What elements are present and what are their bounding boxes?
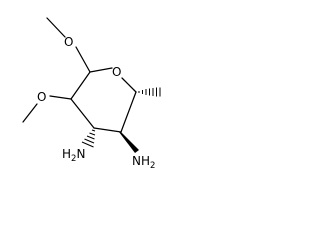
molecule-structure: O O O H2N NH2 (22, 17, 161, 171)
bond-c2-c1 (70, 71, 91, 100)
bond-methoxy-top-oxygen-methyl (46, 17, 66, 38)
wedge-bond-c4-amine (119, 132, 139, 153)
amine-right-label: NH2 (132, 154, 155, 171)
bond-c5-c4 (120, 91, 137, 133)
bond-c4-c3 (93, 127, 122, 133)
bond-c1-ring-oxygen (89, 67, 113, 73)
amine-left-label: H2N (62, 147, 85, 164)
hashed-bond-c3-amine (81, 129, 96, 148)
bond-c3-c2 (70, 98, 95, 129)
methoxy-left-oxygen-label: O (37, 90, 46, 104)
bond-ring-oxygen-c5 (121, 77, 137, 93)
ring-oxygen-label: O (112, 65, 121, 79)
bond-c1-methoxy-oxygen (75, 46, 91, 73)
hashed-bond-c5-methyl (138, 87, 161, 97)
bond-c2-methoxy-oxygen (49, 95, 72, 100)
bond-methoxy-left-oxygen-methyl (22, 103, 38, 123)
methoxy-top-oxygen-label: O (64, 35, 73, 49)
